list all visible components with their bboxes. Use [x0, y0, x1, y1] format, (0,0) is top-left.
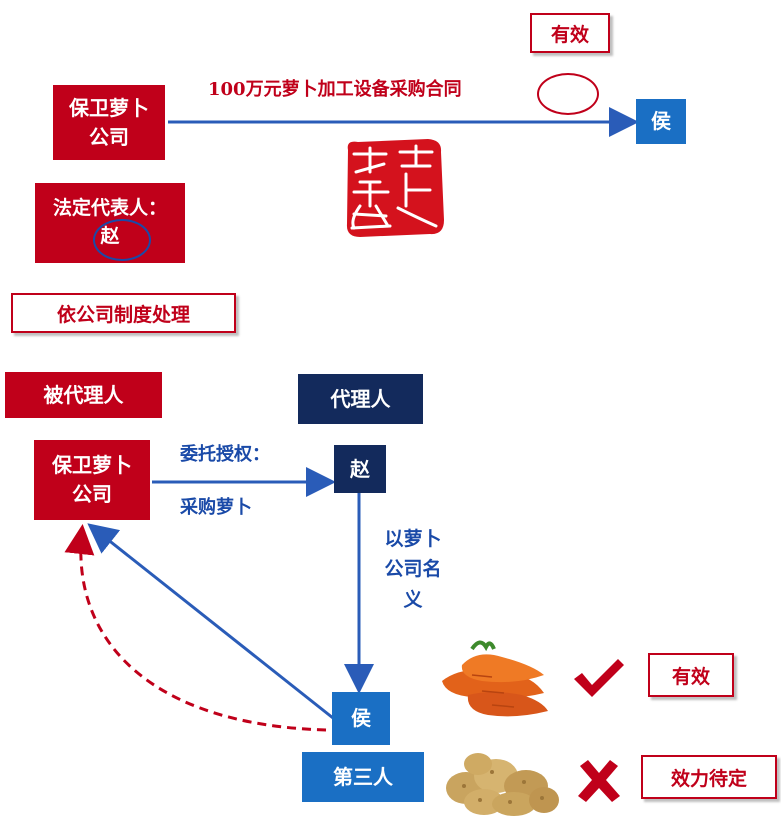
- check-icon: [570, 655, 626, 700]
- principal-company-box: 保卫萝卜公司: [34, 440, 150, 520]
- contract-highlight-circle: [537, 73, 599, 115]
- bottom-seller-box: 侯: [332, 692, 390, 745]
- seal-icon: [340, 136, 448, 240]
- agent-zhao-box: 赵: [334, 445, 386, 493]
- top-company-box: 保卫萝卜公司: [53, 85, 165, 160]
- in-company-name-label: 以萝卜公司名义: [384, 528, 442, 611]
- agent-label: 代理人: [298, 374, 423, 424]
- carrot-icon: [432, 635, 552, 720]
- top-valid-tag: 有效: [530, 13, 610, 53]
- potato-pending-tag: 效力待定: [641, 755, 777, 799]
- carrot-valid-tag: 有效: [648, 653, 734, 697]
- seller-to-company-arrow: [87, 523, 334, 720]
- potato-icon: [440, 742, 562, 817]
- legal-rep-highlight-circle: [93, 219, 151, 261]
- authorization-line1: 委托授权：: [180, 444, 270, 465]
- authorization-line2: 采购萝卜: [180, 497, 252, 518]
- contract-label: 100万元萝卜加工设备采购合同: [208, 79, 462, 100]
- third-party-box: 第三人: [302, 752, 424, 802]
- ratification-dashed-arrow: [64, 524, 327, 732]
- cross-icon: [574, 758, 624, 804]
- principal-label: 被代理人: [5, 372, 162, 418]
- top-seller-box: 侯: [636, 99, 686, 144]
- company-policy-note: 依公司制度处理: [11, 293, 236, 333]
